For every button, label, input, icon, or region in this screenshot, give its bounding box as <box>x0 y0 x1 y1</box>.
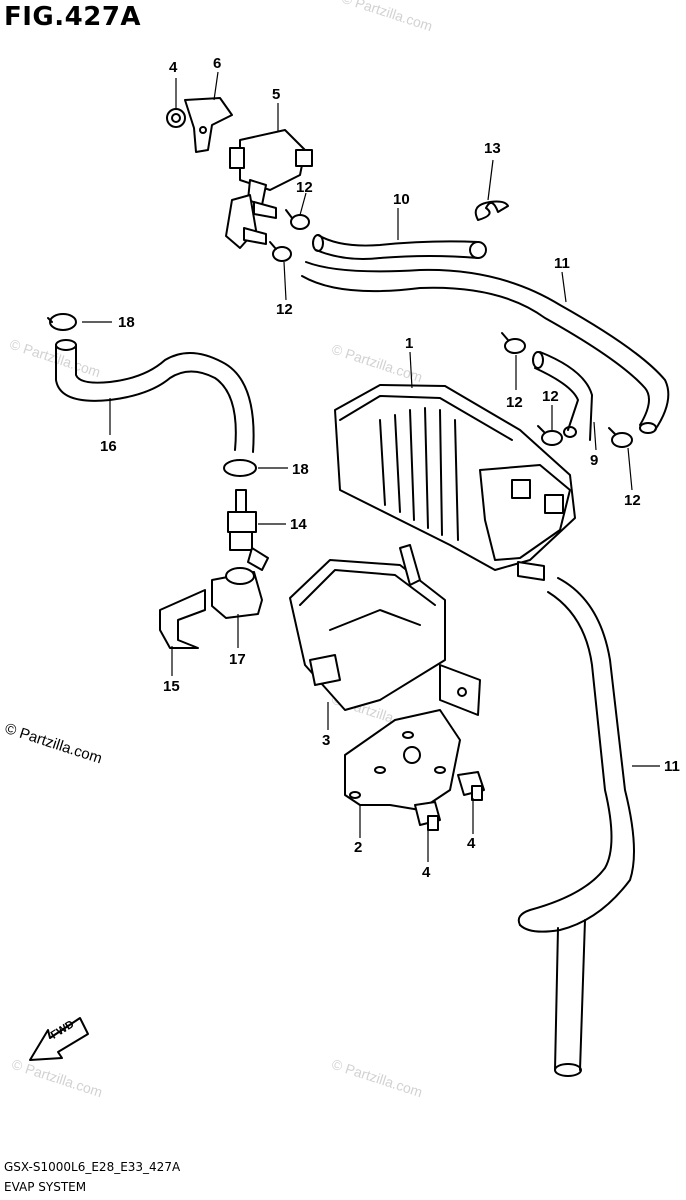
part-10-hose <box>301 261 670 434</box>
fwd-arrow <box>29 1017 89 1061</box>
model-code: GSX-S1000L6_E28_E33_427A <box>4 1160 181 1174</box>
part-3-cover <box>289 544 481 716</box>
callout-12-a: 12 <box>296 179 313 196</box>
callout-9: 10 <box>393 191 410 208</box>
diagram-caption: EVAP SYSTEM <box>4 1180 87 1194</box>
part-9-hose <box>312 234 487 260</box>
part-16-plate <box>159 589 206 649</box>
callout-13: 13 <box>484 140 501 157</box>
callout-12-c: 12 <box>506 394 523 411</box>
callout-12-e: 12 <box>624 492 641 509</box>
callout-3: 3 <box>322 732 331 749</box>
callout-17: 17 <box>229 651 246 668</box>
part-12-clamp-c <box>501 332 526 354</box>
part-8-hose <box>532 351 593 441</box>
callout-4-a: 4 <box>467 835 476 852</box>
callout-15: 16 <box>100 438 117 455</box>
callout-2: 2 <box>354 839 363 856</box>
part-1-canister <box>334 384 576 581</box>
part-4-bolt-b <box>414 801 441 831</box>
part-12-clamp-a <box>285 209 310 230</box>
callout-7: 4 <box>169 59 178 76</box>
part-5-purge-valve <box>225 129 313 249</box>
callout-6: 6 <box>213 55 222 72</box>
callout-11: 11 <box>664 758 680 775</box>
part-15-hose <box>55 339 255 453</box>
part-4-bolt-a <box>457 771 485 801</box>
part-2-bracket <box>344 709 461 811</box>
figure-title: FIG.427A <box>4 2 142 32</box>
part-11-hose <box>517 577 635 1077</box>
part-12-clamp-b <box>269 241 292 262</box>
part-6-bracket <box>184 97 233 153</box>
callout-14: 14 <box>290 516 307 533</box>
callout-10: 11 <box>554 255 570 272</box>
callout-1: 1 <box>405 335 414 352</box>
callout-12-d: 12 <box>542 388 559 405</box>
callout-18-a: 18 <box>118 314 135 331</box>
part-13-clip <box>474 200 509 221</box>
part-18-clamp-top <box>47 313 77 331</box>
leader-lines <box>82 71 660 862</box>
callout-16: 15 <box>163 678 180 695</box>
part-18-clamp-lower <box>223 459 257 477</box>
part-12-clamp-d <box>537 425 563 446</box>
part-12-clamp-e <box>608 427 633 448</box>
part-7-nut <box>166 108 186 128</box>
part-14-valve <box>227 489 269 571</box>
part-17-cushion <box>211 567 263 619</box>
callout-12-b: 12 <box>276 301 293 318</box>
callout-8: 9 <box>590 452 599 469</box>
callout-18-b: 18 <box>292 461 309 478</box>
callout-4-b: 4 <box>422 864 431 881</box>
callout-5: 5 <box>272 86 281 103</box>
